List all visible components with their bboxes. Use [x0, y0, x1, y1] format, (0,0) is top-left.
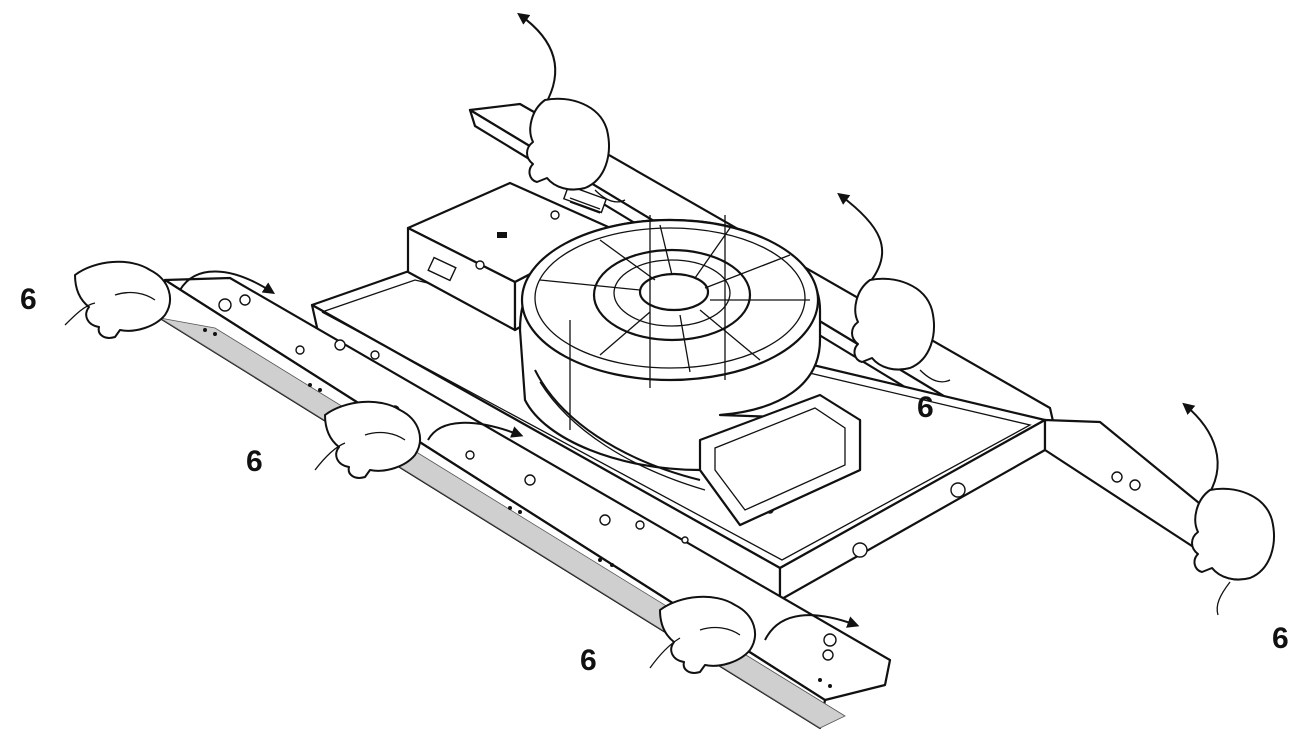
hands [64, 97, 1275, 674]
blower-housing [518, 215, 862, 527]
hand-icon [1191, 487, 1275, 616]
callout-left-rail-bottom: 6 [580, 644, 597, 677]
curved-arrow-icon [517, 12, 557, 106]
callout-right-rail-middle: 6 [917, 391, 934, 424]
hand-icon [64, 260, 171, 339]
curved-arrow-icon [427, 421, 524, 441]
callout-right-rail-end: 6 [1272, 622, 1289, 655]
curved-arrow-icon [1182, 402, 1219, 501]
callout-left-rail-middle: 6 [246, 445, 263, 478]
hand-icon [314, 400, 421, 479]
hand-icon [649, 595, 756, 674]
callout-left-rail-top: 6 [20, 283, 37, 316]
hand-icon [851, 277, 951, 383]
curved-arrow-icon [837, 192, 884, 283]
curved-arrow-icon [764, 614, 860, 641]
curved-arrow-icon [179, 270, 276, 294]
right-mounting-rail [1043, 418, 1217, 562]
hand-icon [526, 97, 626, 203]
